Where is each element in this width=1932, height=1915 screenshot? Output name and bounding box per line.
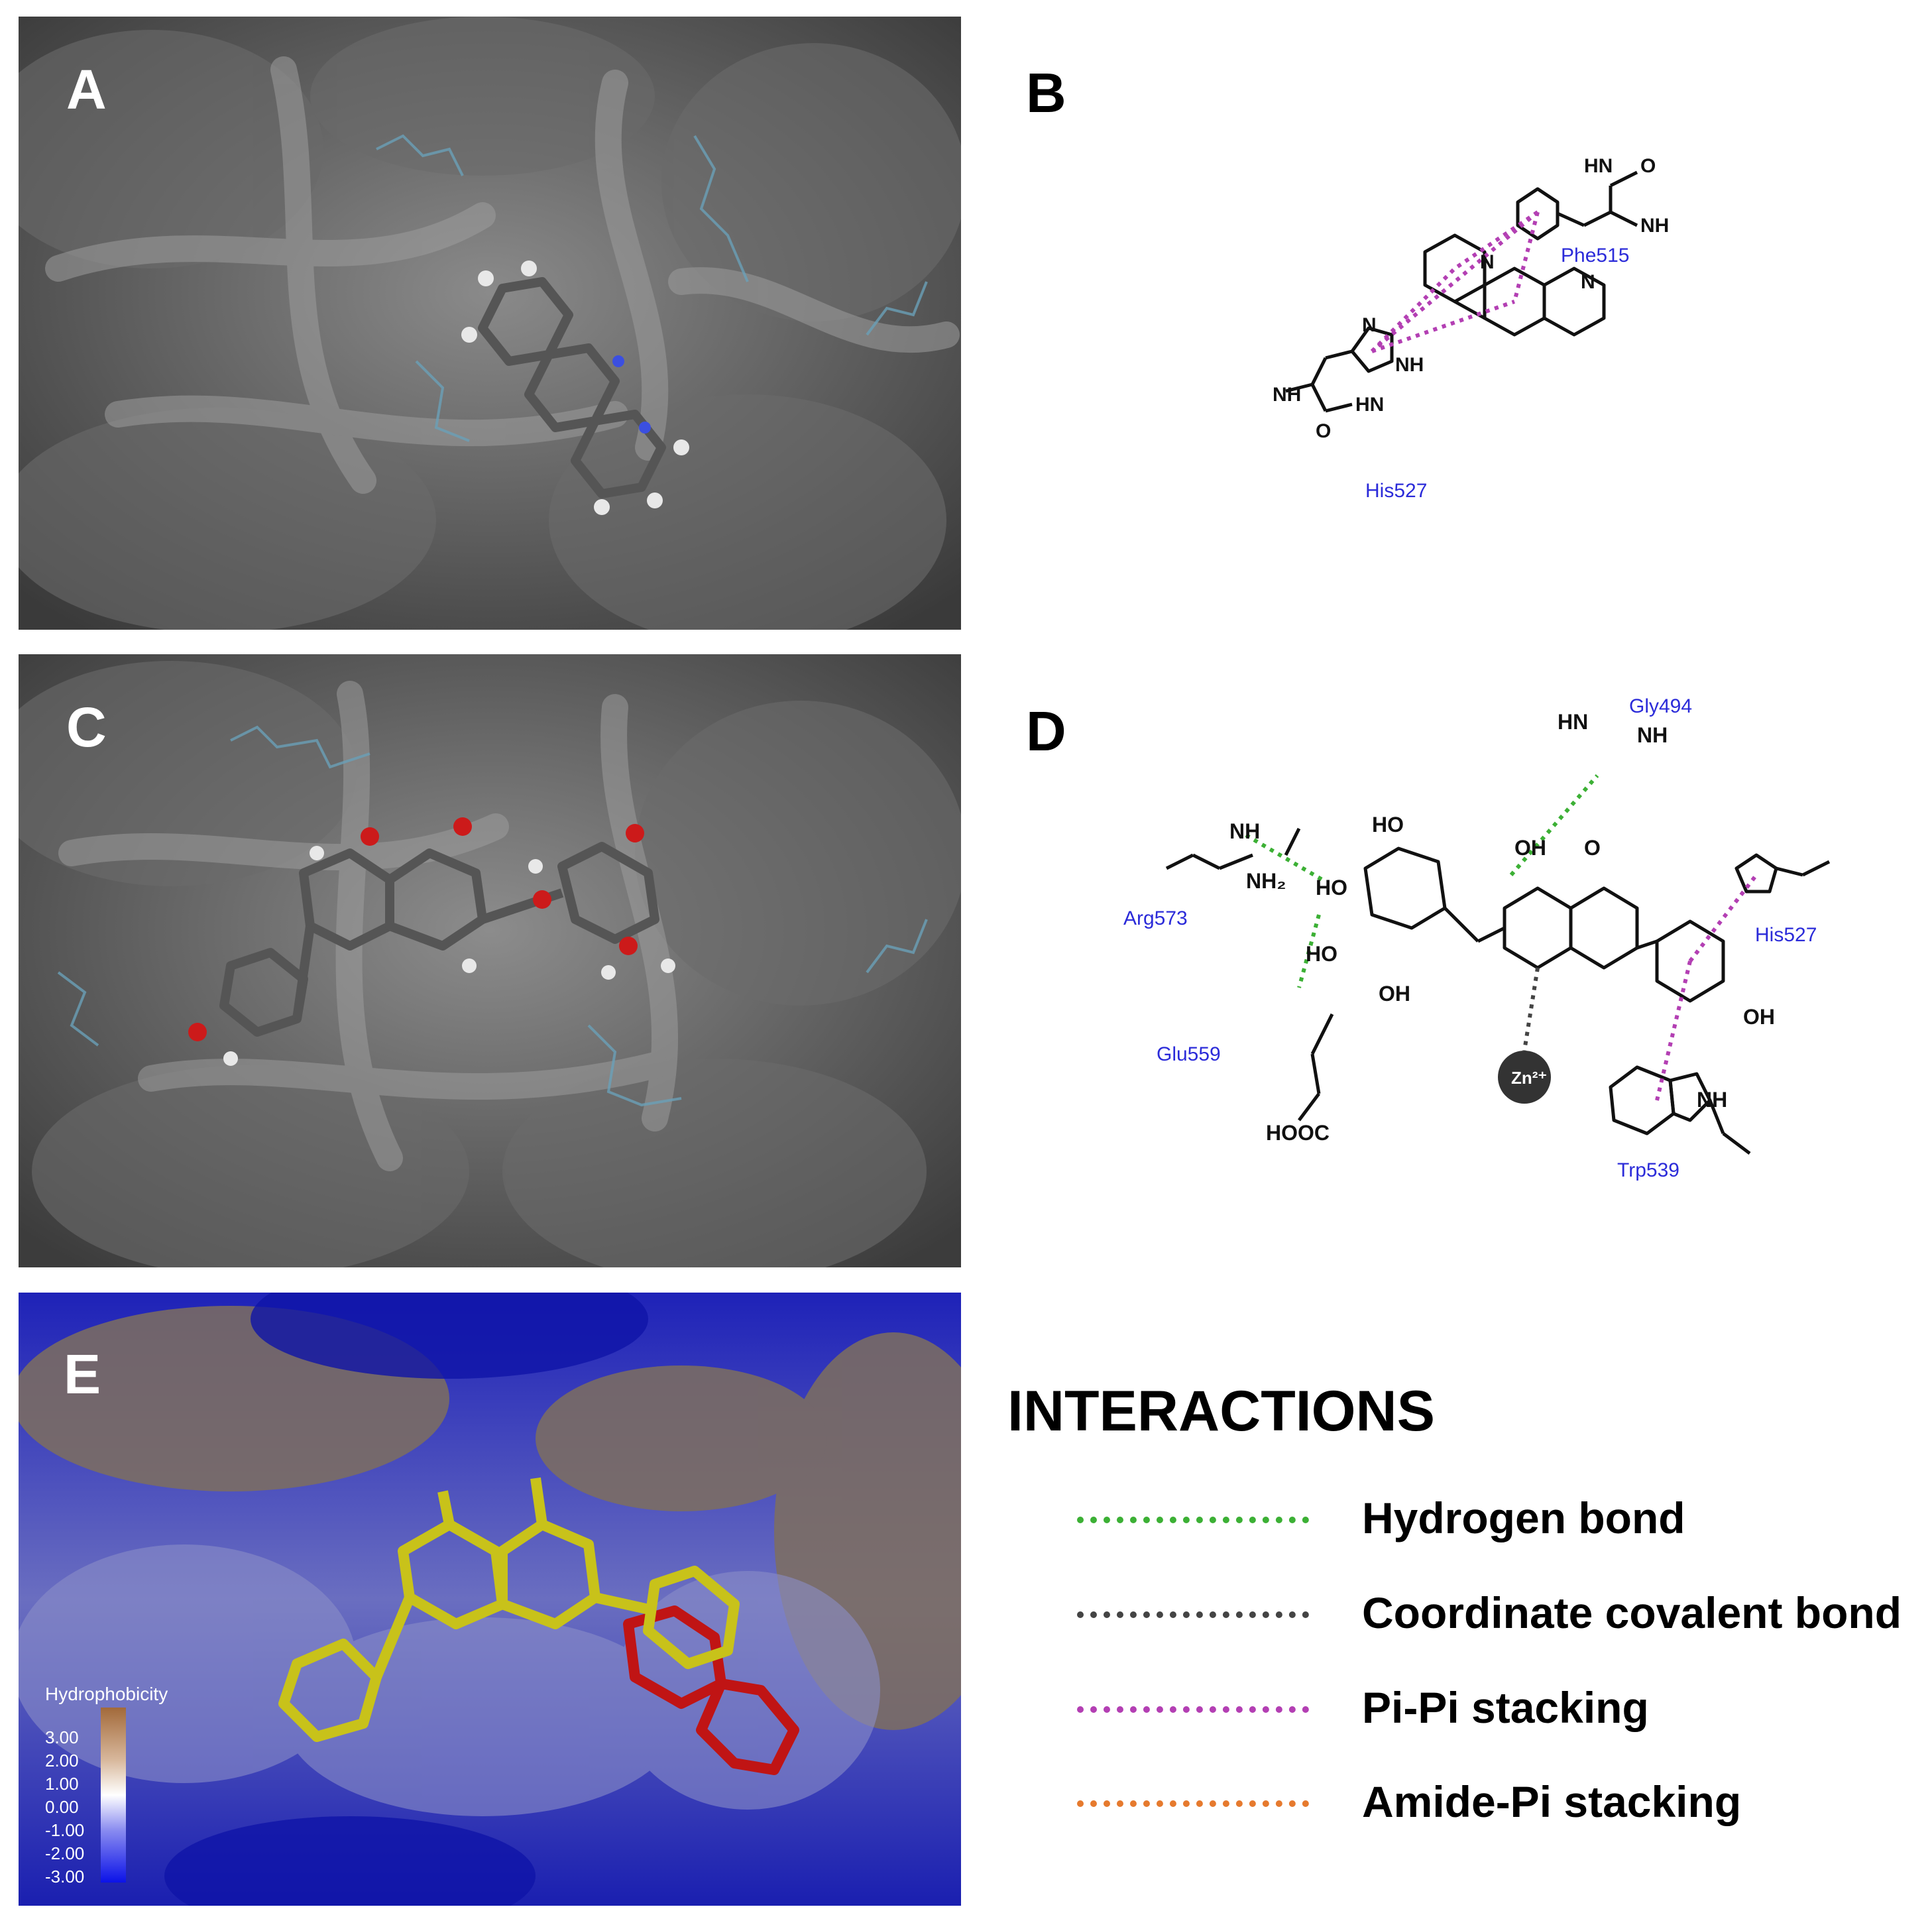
phen-n2-label: N [1581, 271, 1595, 293]
residue-label-his527: His527 [1755, 924, 1817, 946]
hydrophobicity-tick: 1.00 [45, 1774, 79, 1794]
residue-label-glu559: Glu559 [1157, 1043, 1221, 1065]
panel-a-label: A [66, 58, 107, 121]
legend-item-pi-pi-stacking: Pi-Pi stacking [1077, 1682, 1932, 1735]
hydrophobicity-color-bar [101, 1708, 126, 1883]
his-nh2-label: NH [1273, 384, 1301, 406]
panel-d-label: D [1026, 700, 1066, 762]
phen-n1-label: N [1480, 251, 1495, 273]
panel-e-ligand-red [623, 1605, 799, 1775]
hydrophobicity-tick: -3.00 [45, 1867, 85, 1886]
legend-item-amide-pi-stacking: Amide-Pi stacking [1077, 1776, 1932, 1829]
panel-a-ligand [478, 277, 666, 498]
legend-item-hydrogen-bond: Hydrogen bond [1077, 1493, 1932, 1546]
residue-label-trp539: Trp539 [1617, 1159, 1679, 1181]
hydrophobicity-title: Hydrophobicity [45, 1684, 168, 1704]
panel-e-label: E [64, 1343, 101, 1405]
glu-hooc-label: HOOC [1266, 1121, 1330, 1145]
residue-label-his527: His527 [1365, 480, 1427, 502]
hydrophobicity-tick: -1.00 [45, 1820, 85, 1840]
legend-swatch-hydrogen-bond [1077, 1517, 1309, 1523]
zinc-ion-label: Zn²⁺ [1511, 1068, 1547, 1088]
panel-c-protein-surface: C [19, 654, 961, 1267]
panel-c-label: C [66, 696, 107, 758]
legend-label: Hydrogen bond [1362, 1493, 1685, 1542]
chromone-o-label: O [1584, 836, 1601, 860]
legend-title: INTERACTIONS [1007, 1379, 1435, 1443]
panel-e-render [19, 1293, 961, 1906]
panel-e-hydrophobicity-surface: E [19, 1293, 961, 1906]
hydrophobicity-tick: 2.00 [45, 1751, 79, 1770]
legend-label: Amide-Pi stacking [1362, 1777, 1742, 1826]
his-n-label: N [1362, 314, 1377, 336]
gly-nh-label: NH [1637, 723, 1668, 747]
legend-swatch-amide-pi-stacking [1077, 1800, 1309, 1807]
ring-b-oh-label: OH [1743, 1005, 1775, 1029]
panel-b-label: B [1026, 62, 1066, 124]
his-hn-label: HN [1355, 394, 1384, 416]
legend-swatch-coordinate-covalent-bond [1077, 1611, 1309, 1618]
residue-label-gly494: Gly494 [1629, 695, 1692, 717]
chromone-oh-label: OH [1514, 836, 1546, 860]
arg-nh-label: NH [1229, 819, 1260, 843]
hydrophobicity-tick: 0.00 [45, 1797, 79, 1817]
his-o-label: O [1316, 420, 1331, 442]
glc-ho-label: HO [1372, 813, 1404, 837]
hydrophobicity-tick: -2.00 [45, 1843, 85, 1863]
phe-hn-label: HN [1584, 155, 1613, 177]
panel-a-protein-surface: A [19, 17, 961, 630]
panel-c-ligand [219, 842, 659, 1037]
legend-label: Coordinate covalent bond [1362, 1588, 1902, 1637]
panel-e-ligand-yellow [278, 1477, 740, 1742]
zinc-ion [1498, 1051, 1551, 1104]
glc-oh-label: OH [1379, 982, 1410, 1006]
glc-ho2-label: HO [1316, 876, 1347, 899]
legend-swatch-pi-pi-stacking [1077, 1706, 1309, 1713]
phe-nh-label: NH [1640, 215, 1669, 237]
arg-nh2-label: NH₂ [1246, 869, 1286, 893]
legend-item-coordinate-covalent-bond: Coordinate covalent bond [1077, 1588, 1932, 1641]
his-nh-label: NH [1395, 354, 1424, 376]
panel-a-render [19, 17, 961, 630]
phe-o-label: O [1640, 155, 1656, 177]
gly-hn-label: HN [1558, 710, 1588, 734]
panel-c-render [19, 654, 961, 1267]
residue-label-phe515: Phe515 [1561, 245, 1629, 266]
panel-d-diagram: Zn²⁺ HO HO HO OH OH O OH NH NH₂ HOOC NH … [1123, 695, 1831, 1181]
legend-label: Pi-Pi stacking [1362, 1683, 1649, 1732]
panel-b-diagram: N N N NH HN O NH NH HN O Phe515 His527 [1273, 155, 1669, 502]
glc-ho3-label: HO [1306, 942, 1337, 966]
residue-label-arg573: Arg573 [1123, 907, 1188, 929]
trp-nh-label: NH [1697, 1088, 1727, 1112]
hydrophobicity-tick: 3.00 [45, 1727, 79, 1747]
